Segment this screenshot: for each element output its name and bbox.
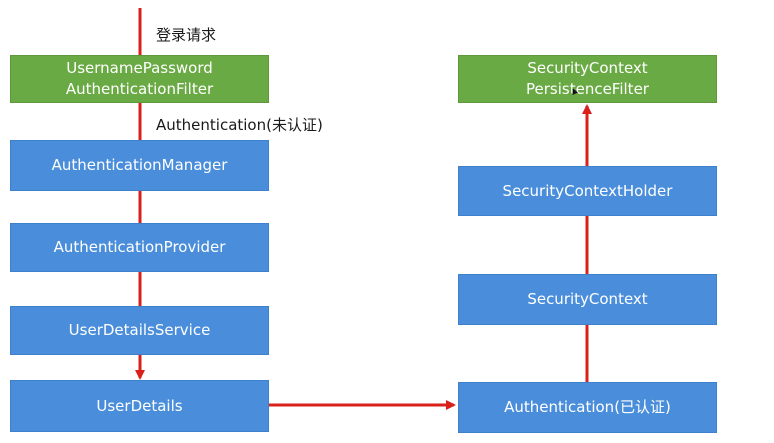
login-request-label: 登录请求: [156, 26, 217, 44]
authentication-authenticated-box: Authentication(已认证): [458, 382, 717, 433]
filter-box-line2: AuthenticationFilter: [65, 80, 214, 98]
filter-box-line1: UsernamePassword: [66, 59, 213, 77]
persistence-box-line1: SecurityContext: [527, 59, 648, 77]
user-details-box: UserDetails: [10, 380, 269, 432]
user-details-service-box: UserDetailsService: [10, 306, 269, 355]
username-password-authentication-filter-box: UsernamePassword AuthenticationFilter: [10, 55, 269, 103]
security-context-holder-box: SecurityContextHolder: [458, 166, 717, 216]
security-context-box: SecurityContext: [458, 274, 717, 325]
authentication-manager-box: AuthenticationManager: [10, 140, 269, 191]
authentication-unauthenticated-label: Authentication(未认证): [156, 116, 323, 134]
security-context-persistence-filter-box: SecurityContext PersistenceFilter: [458, 55, 717, 103]
authentication-provider-box: AuthenticationProvider: [10, 223, 269, 272]
persistence-box-line2: PersistenceFilter: [526, 80, 649, 98]
